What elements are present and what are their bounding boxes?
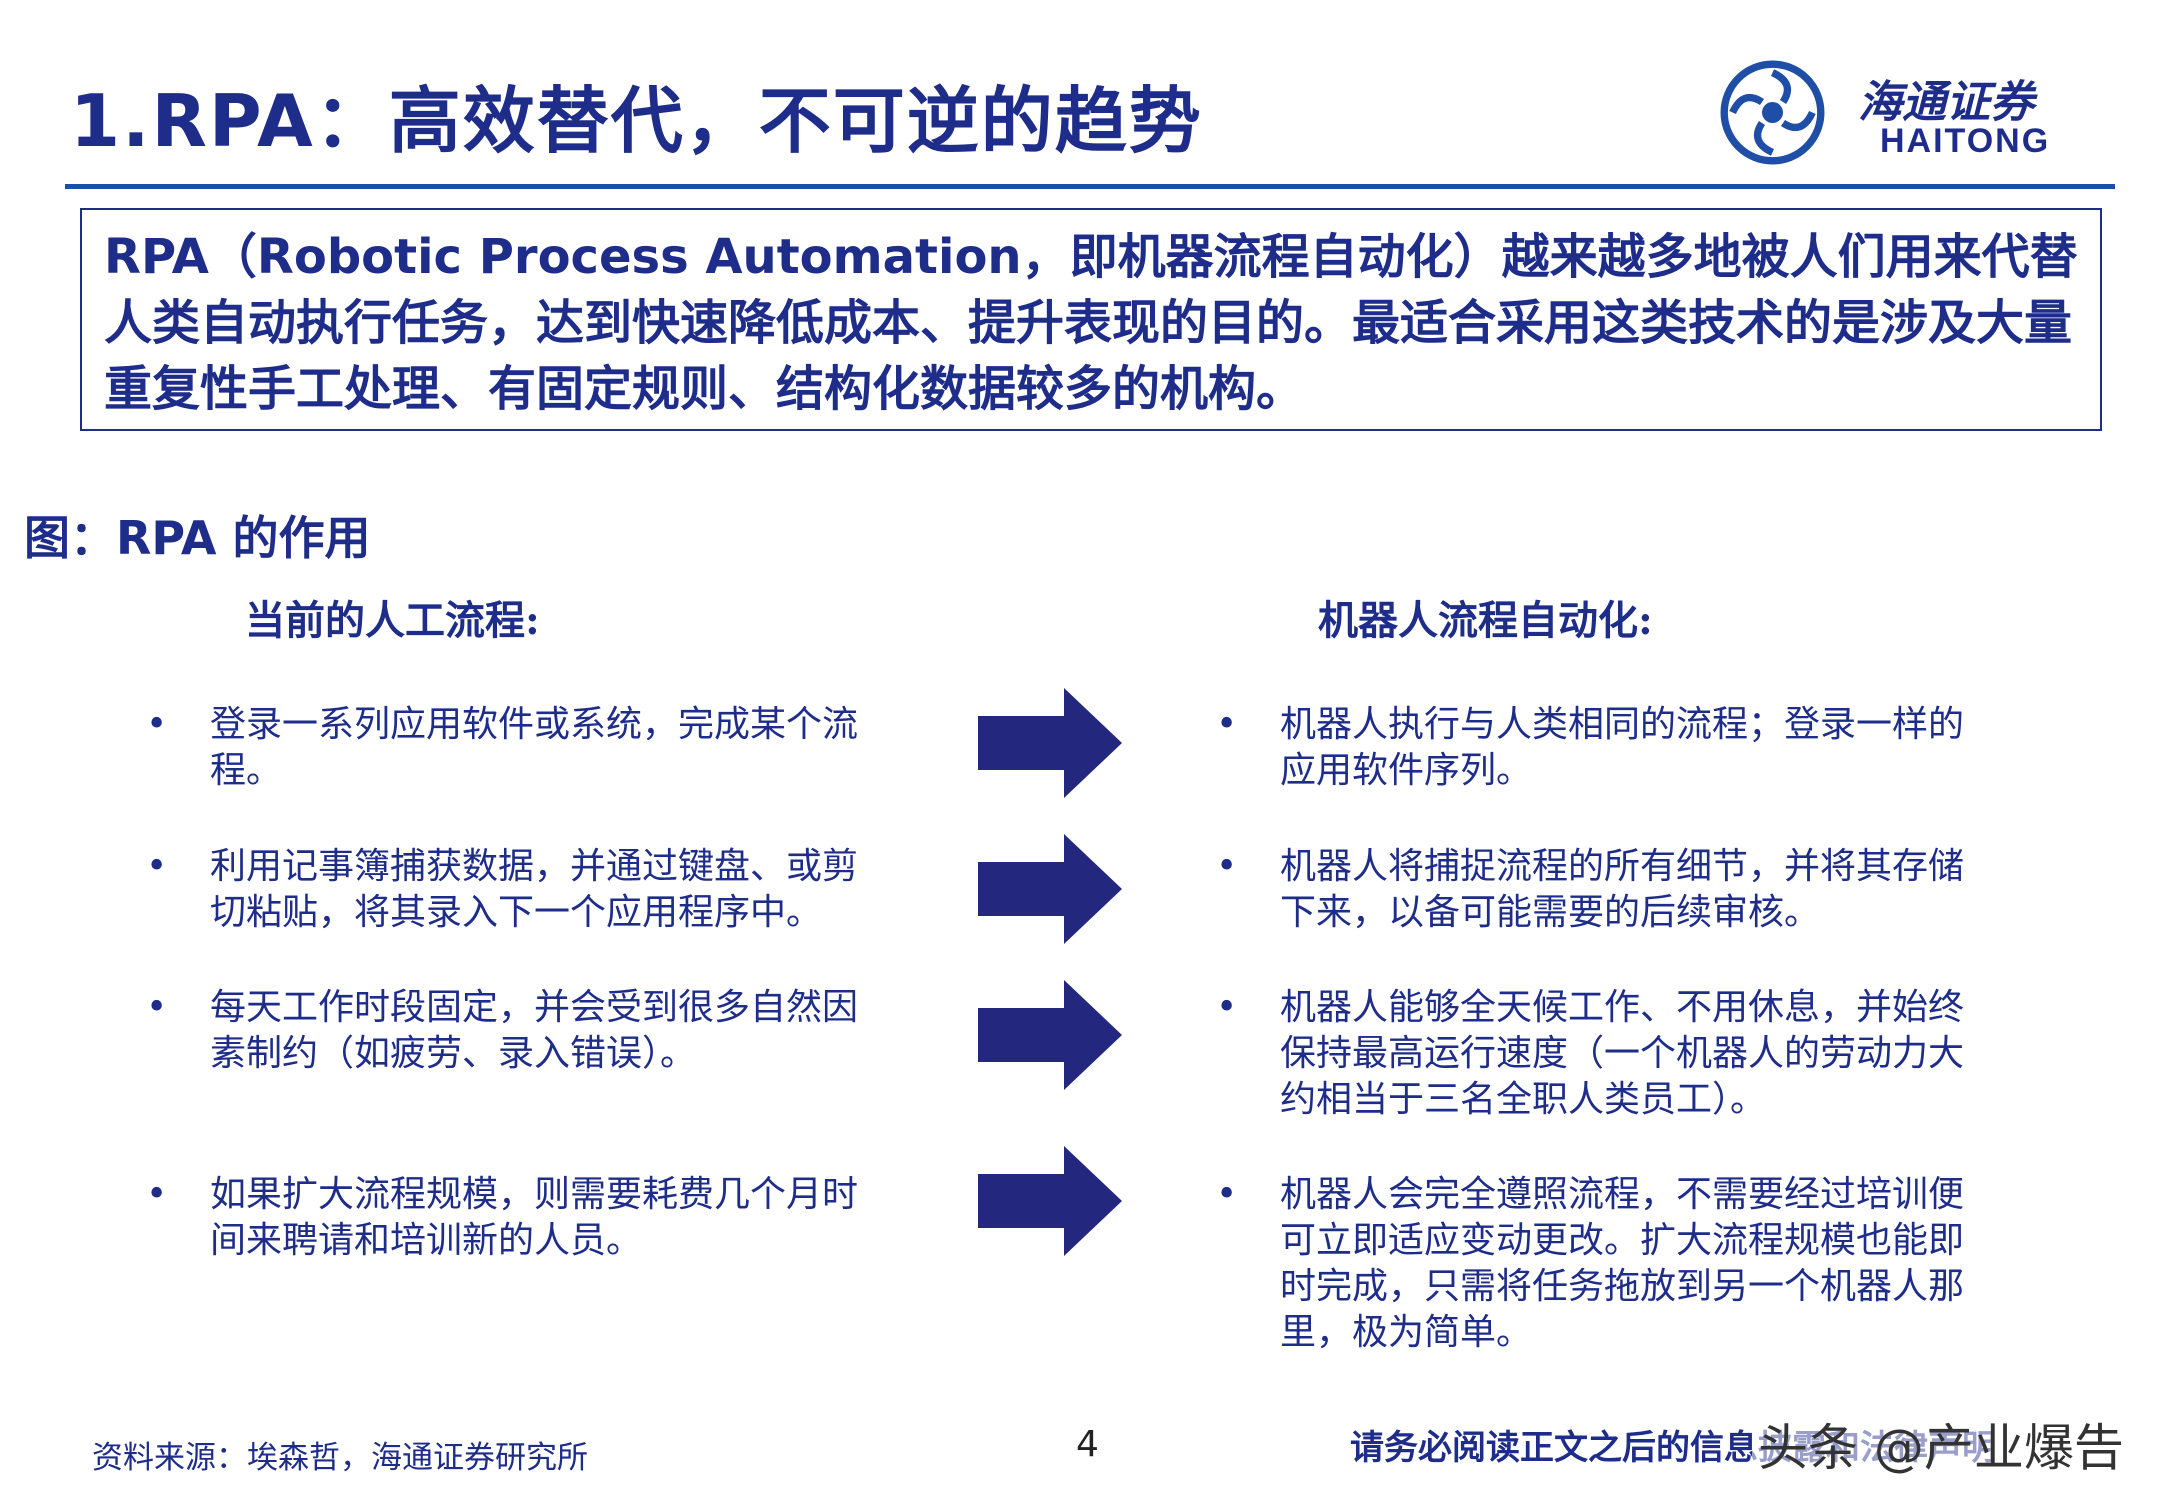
- rpa-heading: 机器人流程自动化:: [1318, 597, 1653, 644]
- bullet: •: [146, 987, 168, 1028]
- manual-item-text: 如果扩大流程规模，则需要耗费几个月时间来聘请和培训新的人员。: [210, 1174, 859, 1261]
- rpa-item-text: 机器人执行与人类相同的流程；登录一样的应用软件序列。: [1280, 704, 1965, 791]
- manual-item-text: 登录一系列应用软件或系统，完成某个流程。: [210, 704, 859, 791]
- intro-text: RPA（Robotic Process Automation，即机器流程自动化）…: [104, 229, 2078, 417]
- right-arrow-icon: [978, 980, 1122, 1090]
- rpa-item-text: 机器人能够全天候工作、不用休息，并始终保持最高运行速度（一个机器人的劳动力大约相…: [1280, 987, 1965, 1120]
- right-arrow-icon: [978, 1146, 1122, 1256]
- bullet: •: [1216, 846, 1238, 887]
- logo-english-text: HAITONG: [1880, 122, 2051, 160]
- page-number: 4: [1076, 1424, 1099, 1465]
- bullet: •: [146, 1174, 168, 1215]
- rpa-item-text: 机器人将捕捉流程的所有细节，并将其存储下来，以备可能需要的后续审核。: [1280, 846, 1965, 933]
- manual-process-heading: 当前的人工流程:: [245, 597, 540, 644]
- manual-item-text: 利用记事簿捕获数据，并通过键盘、或剪切粘贴，将其录入下一个应用程序中。: [210, 846, 859, 933]
- figure-caption: 图：RPA 的作用: [24, 511, 371, 565]
- haitong-logo: 海通证券 HAITONG: [1720, 60, 2100, 165]
- manual-item: • 每天工作时段固定，并会受到很多自然因素制约（如疲劳、录入错误）。: [146, 985, 890, 1077]
- intro-box: RPA（Robotic Process Automation，即机器流程自动化）…: [80, 208, 2102, 431]
- manual-item: • 登录一系列应用软件或系统，完成某个流程。: [146, 702, 890, 794]
- bullet: •: [1216, 1174, 1238, 1215]
- header-divider: [65, 184, 2115, 189]
- bullet: •: [1216, 704, 1238, 745]
- rpa-item-text: 机器人会完全遵照流程，不需要经过培训便可立即适应变动更改。扩大流程规模也能即时完…: [1280, 1174, 1965, 1353]
- logo-chinese-text: 海通证券: [1858, 77, 2034, 128]
- rpa-item: • 机器人将捕捉流程的所有细节，并将其存储下来，以备可能需要的后续审核。: [1216, 844, 1980, 936]
- bullet: •: [146, 846, 168, 887]
- page-title: 1.RPA：高效替代，不可逆的趋势: [70, 79, 1203, 163]
- rpa-item: • 机器人能够全天候工作、不用休息，并始终保持最高运行速度（一个机器人的劳动力大…: [1216, 985, 1980, 1123]
- source-note: 资料来源：埃森哲，海通证券研究所: [92, 1440, 588, 1476]
- watermark: 头条 @产业爆告: [1752, 1408, 2130, 1480]
- haitong-emblem-icon: [1720, 60, 1825, 165]
- rpa-item: • 机器人执行与人类相同的流程；登录一样的应用软件序列。: [1216, 702, 1980, 794]
- bullet: •: [1216, 987, 1238, 1028]
- rpa-item: • 机器人会完全遵照流程，不需要经过培训便可立即适应变动更改。扩大流程规模也能即…: [1216, 1172, 1980, 1356]
- right-arrow-icon: [978, 834, 1122, 944]
- manual-item: • 利用记事簿捕获数据，并通过键盘、或剪切粘贴，将其录入下一个应用程序中。: [146, 844, 890, 936]
- manual-item-text: 每天工作时段固定，并会受到很多自然因素制约（如疲劳、录入错误）。: [210, 987, 859, 1074]
- manual-item: • 如果扩大流程规模，则需要耗费几个月时间来聘请和培训新的人员。: [146, 1172, 890, 1264]
- bullet: •: [146, 704, 168, 745]
- right-arrow-icon: [978, 688, 1122, 798]
